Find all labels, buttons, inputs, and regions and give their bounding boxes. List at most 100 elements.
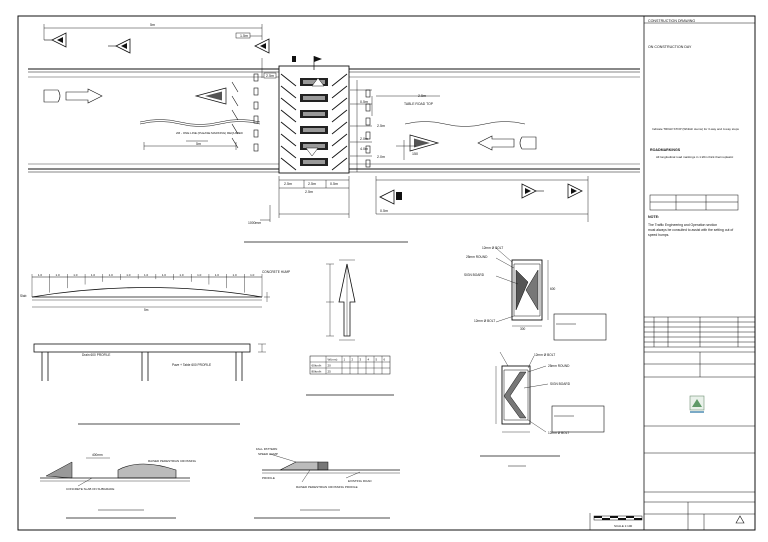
detail-b	[262, 453, 400, 483]
sign2-board: SIGN BOARD	[550, 382, 571, 386]
arrow-table-cell: W(mm)	[328, 357, 338, 361]
sign2-round: 25mm ROUND	[548, 364, 570, 368]
sign1-width: 300	[520, 327, 526, 331]
sign1-board: SIGN BOARD	[464, 273, 485, 277]
warning-sign-4-icon	[521, 183, 544, 199]
scale-bar: SCALE 1:100	[589, 513, 643, 530]
arrow-table-cell: 60km/h	[312, 363, 322, 367]
arrow-table-cell: 80km/h	[312, 369, 322, 373]
warning-sign-5-icon	[567, 183, 583, 199]
dim-bottom-4: 2.5m	[305, 190, 313, 194]
warning-sign-3-icon	[254, 38, 270, 54]
section-dim-label: 1.0	[179, 273, 184, 277]
dim-right-3: 2.0m	[360, 137, 368, 141]
plan-length-label: 5m	[196, 142, 201, 146]
title-header-caption: CONSTRUCTION DRAWING	[648, 19, 695, 23]
notes-head: NOTE:	[648, 215, 659, 219]
notes-line-1: The Traffic Engineering and Operation se…	[648, 223, 717, 227]
dim-right-5: 2.0m	[377, 155, 385, 159]
scale-label: SCALE 1:100	[614, 524, 633, 528]
detail-b-hump: SPEED HUMP	[258, 452, 278, 456]
section-dim-label: 1.0	[250, 273, 255, 277]
detail-b-profile: PROFILE	[262, 476, 275, 480]
hump-section: CONCRETE HUMP Slab 5m 1.0 1.0 1.0 1.0 1.0 1.0…	[20, 270, 290, 312]
detail-b-crossing: RAISED PEDESTRIAN CROSSING PROFILE	[296, 485, 358, 489]
section-dim-label: 1.0	[126, 273, 131, 277]
arrow-table-cell: 5	[376, 357, 378, 361]
slab-label-left: Drain 600 PROFILE	[82, 353, 110, 357]
arrow-table-cell: 6	[384, 357, 386, 361]
arrow-table-cell: 4	[368, 357, 370, 361]
detail-a-slab: CONCRETE SLAB ON SUBGRADE	[66, 487, 114, 491]
title-note-a: Indicate TRIGR STOP (Whitish stems) for …	[652, 127, 739, 131]
dim-top-1: 1.5m	[240, 34, 248, 38]
plan-dimension-lines	[43, 24, 589, 222]
dim-right-7: 0.5m	[380, 209, 388, 213]
direction-arrow-left-icon	[43, 88, 103, 104]
arrow-table-cell: 20	[328, 363, 332, 367]
title-section-head: ROADMARKINGS	[650, 148, 681, 152]
dim-bottom-1: 2.5m	[284, 182, 292, 186]
dim-bottom-2: 2.5m	[308, 182, 316, 186]
sign1-bolt-top: 12mm Ø BOLT	[482, 246, 503, 250]
arrow-detail	[326, 259, 356, 341]
sign2-bolt-top: 12mm Ø BOLT	[534, 353, 555, 357]
warning-sign-6-icon	[379, 189, 402, 205]
sign-detail-lower	[495, 351, 605, 433]
arrow-table-cell: 2	[352, 357, 354, 361]
notes-line-3: speed humps.	[648, 233, 669, 237]
dim-right-4: 4.0m	[360, 147, 368, 151]
raised-crossing-table	[278, 56, 350, 174]
section-label-right: CONCRETE HUMP	[262, 270, 290, 274]
dim-top-2: 5m	[150, 23, 155, 27]
sign1-bolt-bottom: 12mm Ø BOLT	[474, 319, 495, 323]
detail-a-width: 400mm	[92, 453, 103, 457]
arrow-table-cell: 3	[360, 357, 362, 361]
authority-logo-icon	[689, 395, 705, 413]
section-tick-marks	[31, 274, 263, 297]
detail-b-existing: EXISTING ROAD	[348, 479, 372, 483]
title-small-table	[649, 194, 739, 211]
dim-top-3: 2.5m	[266, 74, 274, 78]
revision-grid	[644, 316, 755, 530]
plan-ref-marker: 1000mm	[248, 221, 261, 225]
section-dim-label: 1.0	[197, 273, 202, 277]
sheet-border	[17, 15, 756, 531]
dim-right-2: 2.5m	[377, 124, 385, 128]
detail-b-fall: FALL PATTERN	[256, 447, 277, 451]
section-dim-label: 1.0	[215, 273, 220, 277]
plan-table-label: TABLE ROAD TOP	[404, 102, 434, 106]
section-dim-label: 1.0	[162, 273, 167, 277]
dim-right-1: 0.5m	[360, 100, 368, 104]
sign-detail-upper	[495, 247, 607, 341]
dim-right-6: 150	[412, 152, 418, 156]
title-road-line: ON CONSTRUCTION DAY	[648, 45, 692, 49]
title-note-b: All longitudinal road markings in 1:20m …	[656, 155, 734, 159]
notes-line-2: must always be consulted to assist with …	[648, 228, 733, 232]
section-dim-label: 1.0	[56, 273, 61, 277]
dim-right-main: 2.5m	[418, 94, 426, 98]
side-stripes-left	[231, 81, 239, 149]
sign1-round: 25mm ROUND	[466, 255, 488, 259]
plan-view: 1.5m 5m 2.5m 2.5m 2.5m 0.5m 2.5m 2.5m 0.…	[28, 23, 640, 243]
plan-edge-label: 2M - ONE LINE (PLEASE MARKING) REQUIRED	[176, 131, 244, 135]
approach-blocks	[253, 73, 371, 168]
arrow-table-cell: 25	[328, 369, 332, 373]
revision-triangle-icon	[735, 515, 745, 524]
section-dim-label: 1.0	[38, 273, 43, 277]
direction-arrow-right-icon	[477, 135, 537, 151]
section-label-left: Slab	[20, 294, 27, 298]
detail-a-crossing: RAISED PEDESTRIAN CROSSING	[148, 459, 197, 463]
section-dim-label: 1.0	[232, 273, 237, 277]
dim-bottom-3: 0.5m	[330, 182, 338, 186]
section-dim-label: 1.0	[73, 273, 78, 277]
section-dim-label: 1.0	[109, 273, 114, 277]
section-label-under: 5m	[144, 308, 149, 312]
section-dim-label: 1.0	[91, 273, 96, 277]
sign1-height: 600	[550, 287, 556, 291]
sign2-bolt-bottom: 12mm Ø BOLT	[548, 431, 569, 435]
